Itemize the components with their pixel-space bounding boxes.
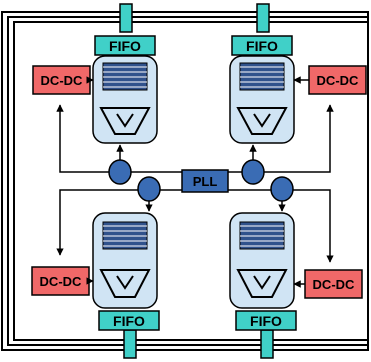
dcdc-top-right: DC-DC <box>308 65 367 95</box>
dcdc-label: DC-DC <box>313 277 355 292</box>
fifo-top-left: FIFO <box>94 35 156 56</box>
dcdc-bottom-right: DC-DC <box>304 269 363 299</box>
clock-node-top-left <box>108 159 132 185</box>
dcdc-top-left: DC-DC <box>32 65 91 95</box>
fifo-bottom-left: FIFO <box>98 310 160 331</box>
outer-frame <box>1 11 369 351</box>
fifo-bottom-right: FIFO <box>235 310 297 331</box>
pll-block: PLL <box>181 169 229 193</box>
clock-nodes <box>108 159 294 202</box>
register-bank-icon <box>239 62 285 91</box>
fifo-label: FIFO <box>246 38 278 54</box>
alu-icon <box>99 107 151 135</box>
register-bank-icon <box>239 221 285 250</box>
alu-icon <box>236 107 288 135</box>
clock-wiring <box>56 104 334 263</box>
clock-node-top-right <box>241 159 265 185</box>
register-bank-icon <box>102 221 148 250</box>
port-tab-top-left <box>119 3 133 33</box>
core-bottom-right <box>229 212 295 309</box>
clock-node-bottom-right <box>270 176 294 202</box>
fifo-top-right: FIFO <box>231 35 293 56</box>
fifo-label: FIFO <box>113 313 145 329</box>
register-bank-icon <box>102 62 148 91</box>
dcdc-label: DC-DC <box>40 274 82 289</box>
dcdc-label: DC-DC <box>41 73 83 88</box>
outer-frame-line <box>13 21 369 341</box>
dcdc-label: DC-DC <box>317 73 359 88</box>
alu-icon <box>236 269 288 298</box>
port-tab-bottom-right <box>260 329 274 359</box>
fifo-label: FIFO <box>109 38 141 54</box>
power-arrows <box>86 76 309 288</box>
port-tab-bottom-left <box>123 329 137 359</box>
core-bottom-left <box>92 212 158 309</box>
core-top-left <box>92 55 158 144</box>
pll-label: PLL <box>193 174 218 189</box>
fifo-label: FIFO <box>250 313 282 329</box>
port-tab-top-right <box>256 3 270 33</box>
clock-node-bottom-left <box>137 176 161 202</box>
dcdc-bottom-left: DC-DC <box>31 266 90 296</box>
alu-icon <box>99 269 151 298</box>
core-top-right <box>229 55 295 144</box>
